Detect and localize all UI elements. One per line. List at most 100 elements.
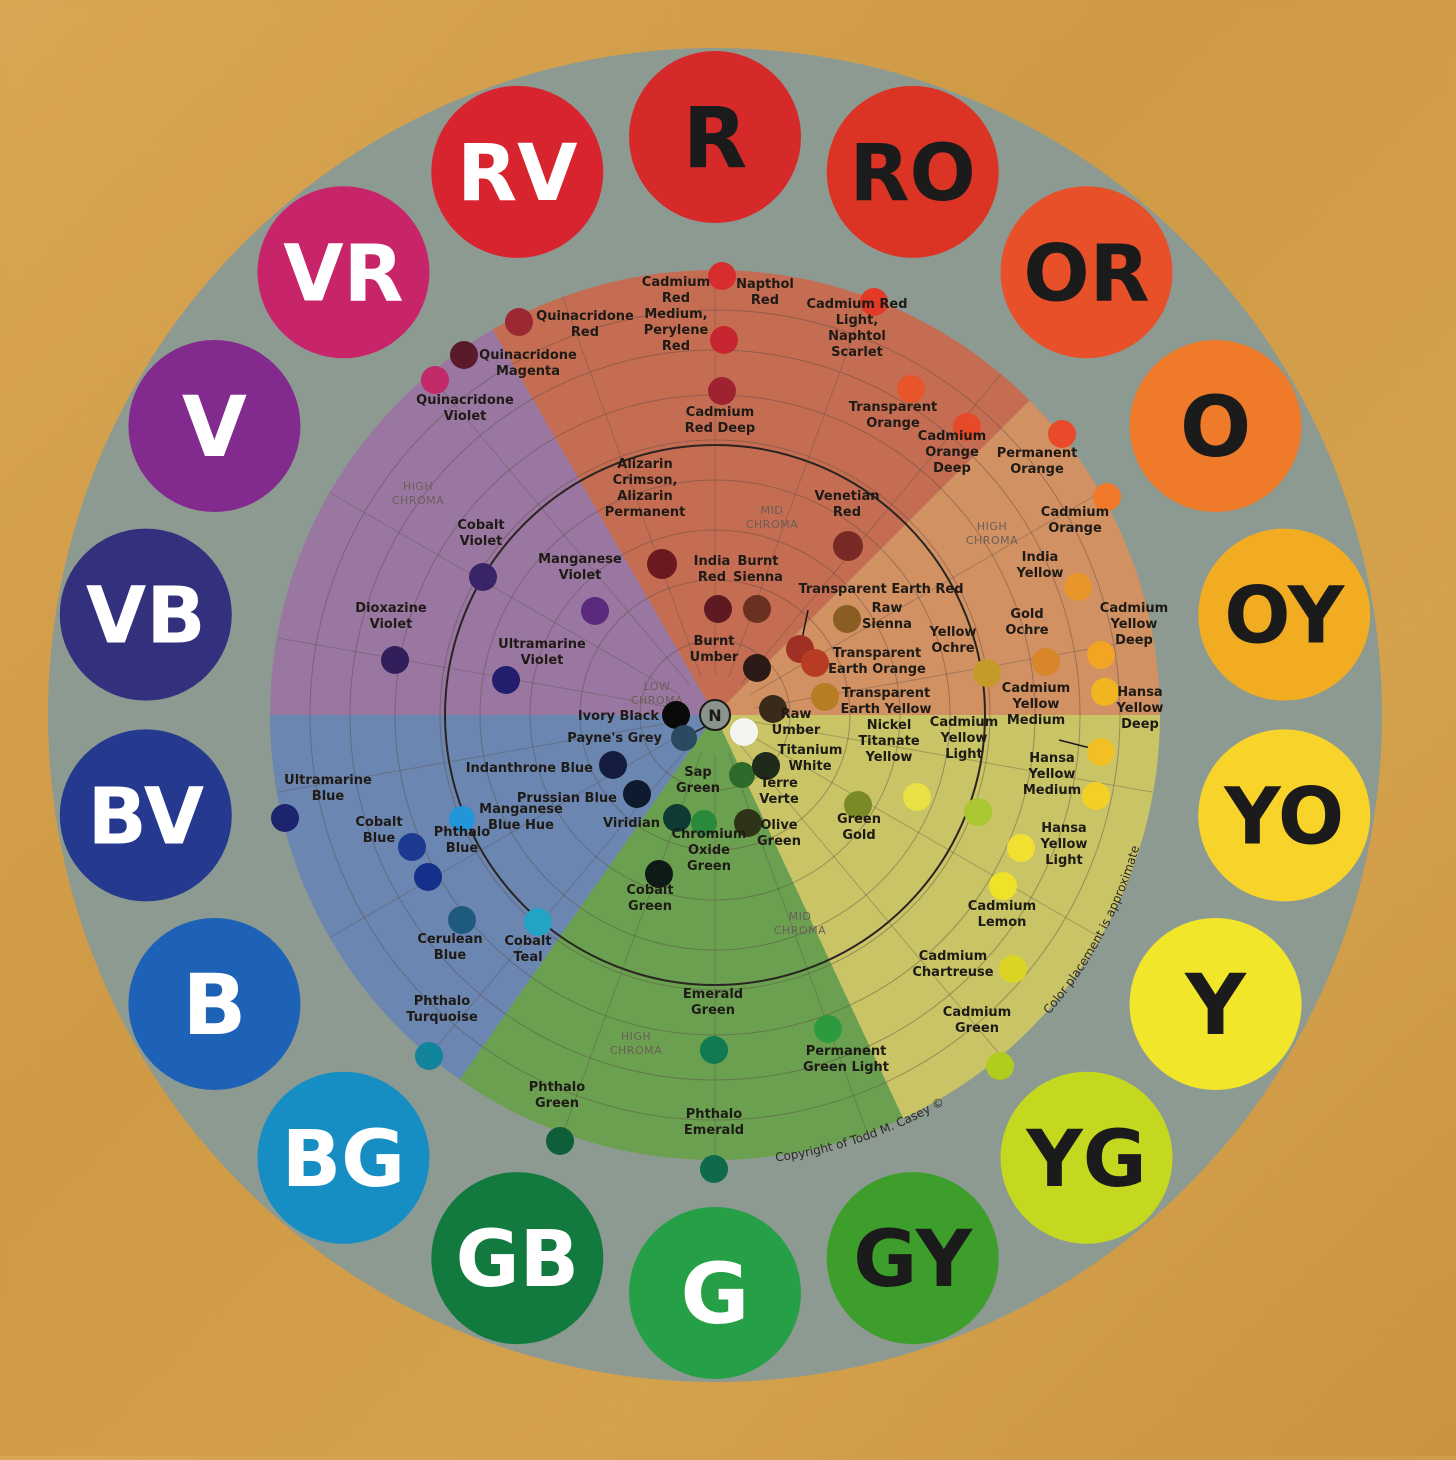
pigment-dot-chromium-oxide-green <box>691 810 717 836</box>
sector-orange <box>715 400 1160 715</box>
sector-blue <box>270 715 715 1080</box>
pigment-dot-gold-ochre <box>1032 648 1060 676</box>
hue-label: GB <box>456 1215 579 1305</box>
pigment-dot-ultramarine-blue <box>271 804 299 832</box>
hue-circle-b <box>128 918 301 1090</box>
mid-chroma-ring <box>444 444 986 986</box>
pigment-label-transparent-earth-red: Transparent Earth Red <box>798 582 963 597</box>
hue-label: BG <box>282 1115 405 1205</box>
hue-circle-yo <box>1198 729 1371 902</box>
pigment-dot-cadmium-yellow-light <box>903 783 931 811</box>
pigment-dot-cobalt-green <box>645 860 673 888</box>
pigment-dot-cadmium-red-medium-perylene-red <box>710 326 738 354</box>
hue-circle-vr <box>257 186 430 359</box>
pigment-dot-cadmium-chartreuse <box>999 955 1027 983</box>
hue-label: B <box>182 956 246 1054</box>
pigment-dot-raw-umber <box>759 695 787 723</box>
chroma-ring <box>479 479 951 951</box>
pigment-dot-india-yellow <box>1064 573 1092 601</box>
hue-circle-v <box>128 340 301 512</box>
pigment-dot-permanent-green-light <box>814 1015 842 1043</box>
pigment-dot-ultramarine-violet <box>492 666 520 694</box>
hue-spoke <box>276 637 676 709</box>
pigment-label-indanthrone-blue: Indanthrone Blue <box>466 761 593 776</box>
pigment-dot-venetian-red <box>833 531 863 561</box>
pigment-dot-permanent-orange <box>1048 420 1076 448</box>
pigment-dot-manganese-violet <box>581 597 609 625</box>
pigment-dot-sap-green <box>729 762 755 788</box>
pigment-dot-phthalo-emerald <box>700 1155 728 1183</box>
sector-green <box>459 715 904 1160</box>
hue-label: RV <box>457 129 577 219</box>
hue-circle-y <box>1129 918 1302 1090</box>
pigment-label-ivory-black: Ivory Black <box>578 709 659 724</box>
pigment-dot-transparent-earth-yellow <box>811 683 839 711</box>
pigment-dot-cadmium-yellow-medium <box>1087 738 1115 766</box>
hue-label: VR <box>283 229 403 319</box>
pigment-dot-quinacridone-magenta <box>450 341 478 369</box>
pigment-dot-cadmium-red-light-naphtol-scarlet <box>860 288 888 316</box>
hue-circle-ro <box>826 85 999 258</box>
chroma-ring <box>309 309 1121 1121</box>
pigment-dot-cerulean-blue <box>448 906 476 934</box>
pigment-dot-green-gold <box>964 798 992 826</box>
pigment-dot-indanthrone-blue <box>599 751 627 779</box>
pigment-dot-cobalt-blue <box>398 833 426 861</box>
pigment-dot-cadmium-yellow-deep <box>1087 641 1115 669</box>
pigment-dot-alizarin-crimson-alizarin-permanent <box>647 549 677 579</box>
pigment-dot-transparent-earth-orange <box>801 649 829 677</box>
pigment-dot-hansa-yellow-deep <box>1091 678 1119 706</box>
pigment-dot-cobalt-teal <box>524 908 552 936</box>
hue-label: OR <box>1023 229 1149 319</box>
pigment-dot-hansa-yellow-medium <box>1082 782 1110 810</box>
pigment-dot-phthalo-turquoise <box>415 1042 443 1070</box>
hue-circle-rv <box>431 85 604 258</box>
hue-circle-g <box>629 1207 801 1379</box>
pigment-dot-cadmium-orange <box>1093 483 1121 511</box>
pigment-dot-prussian-blue <box>623 780 651 808</box>
pigment-dot-dioxazine-violet <box>381 646 409 674</box>
hue-label: G <box>681 1245 750 1343</box>
hue-spoke <box>754 721 1154 793</box>
pigment-dot-transparent-orange <box>897 375 925 403</box>
hue-circle-oy <box>1198 528 1371 701</box>
hue-spoke <box>428 373 690 685</box>
